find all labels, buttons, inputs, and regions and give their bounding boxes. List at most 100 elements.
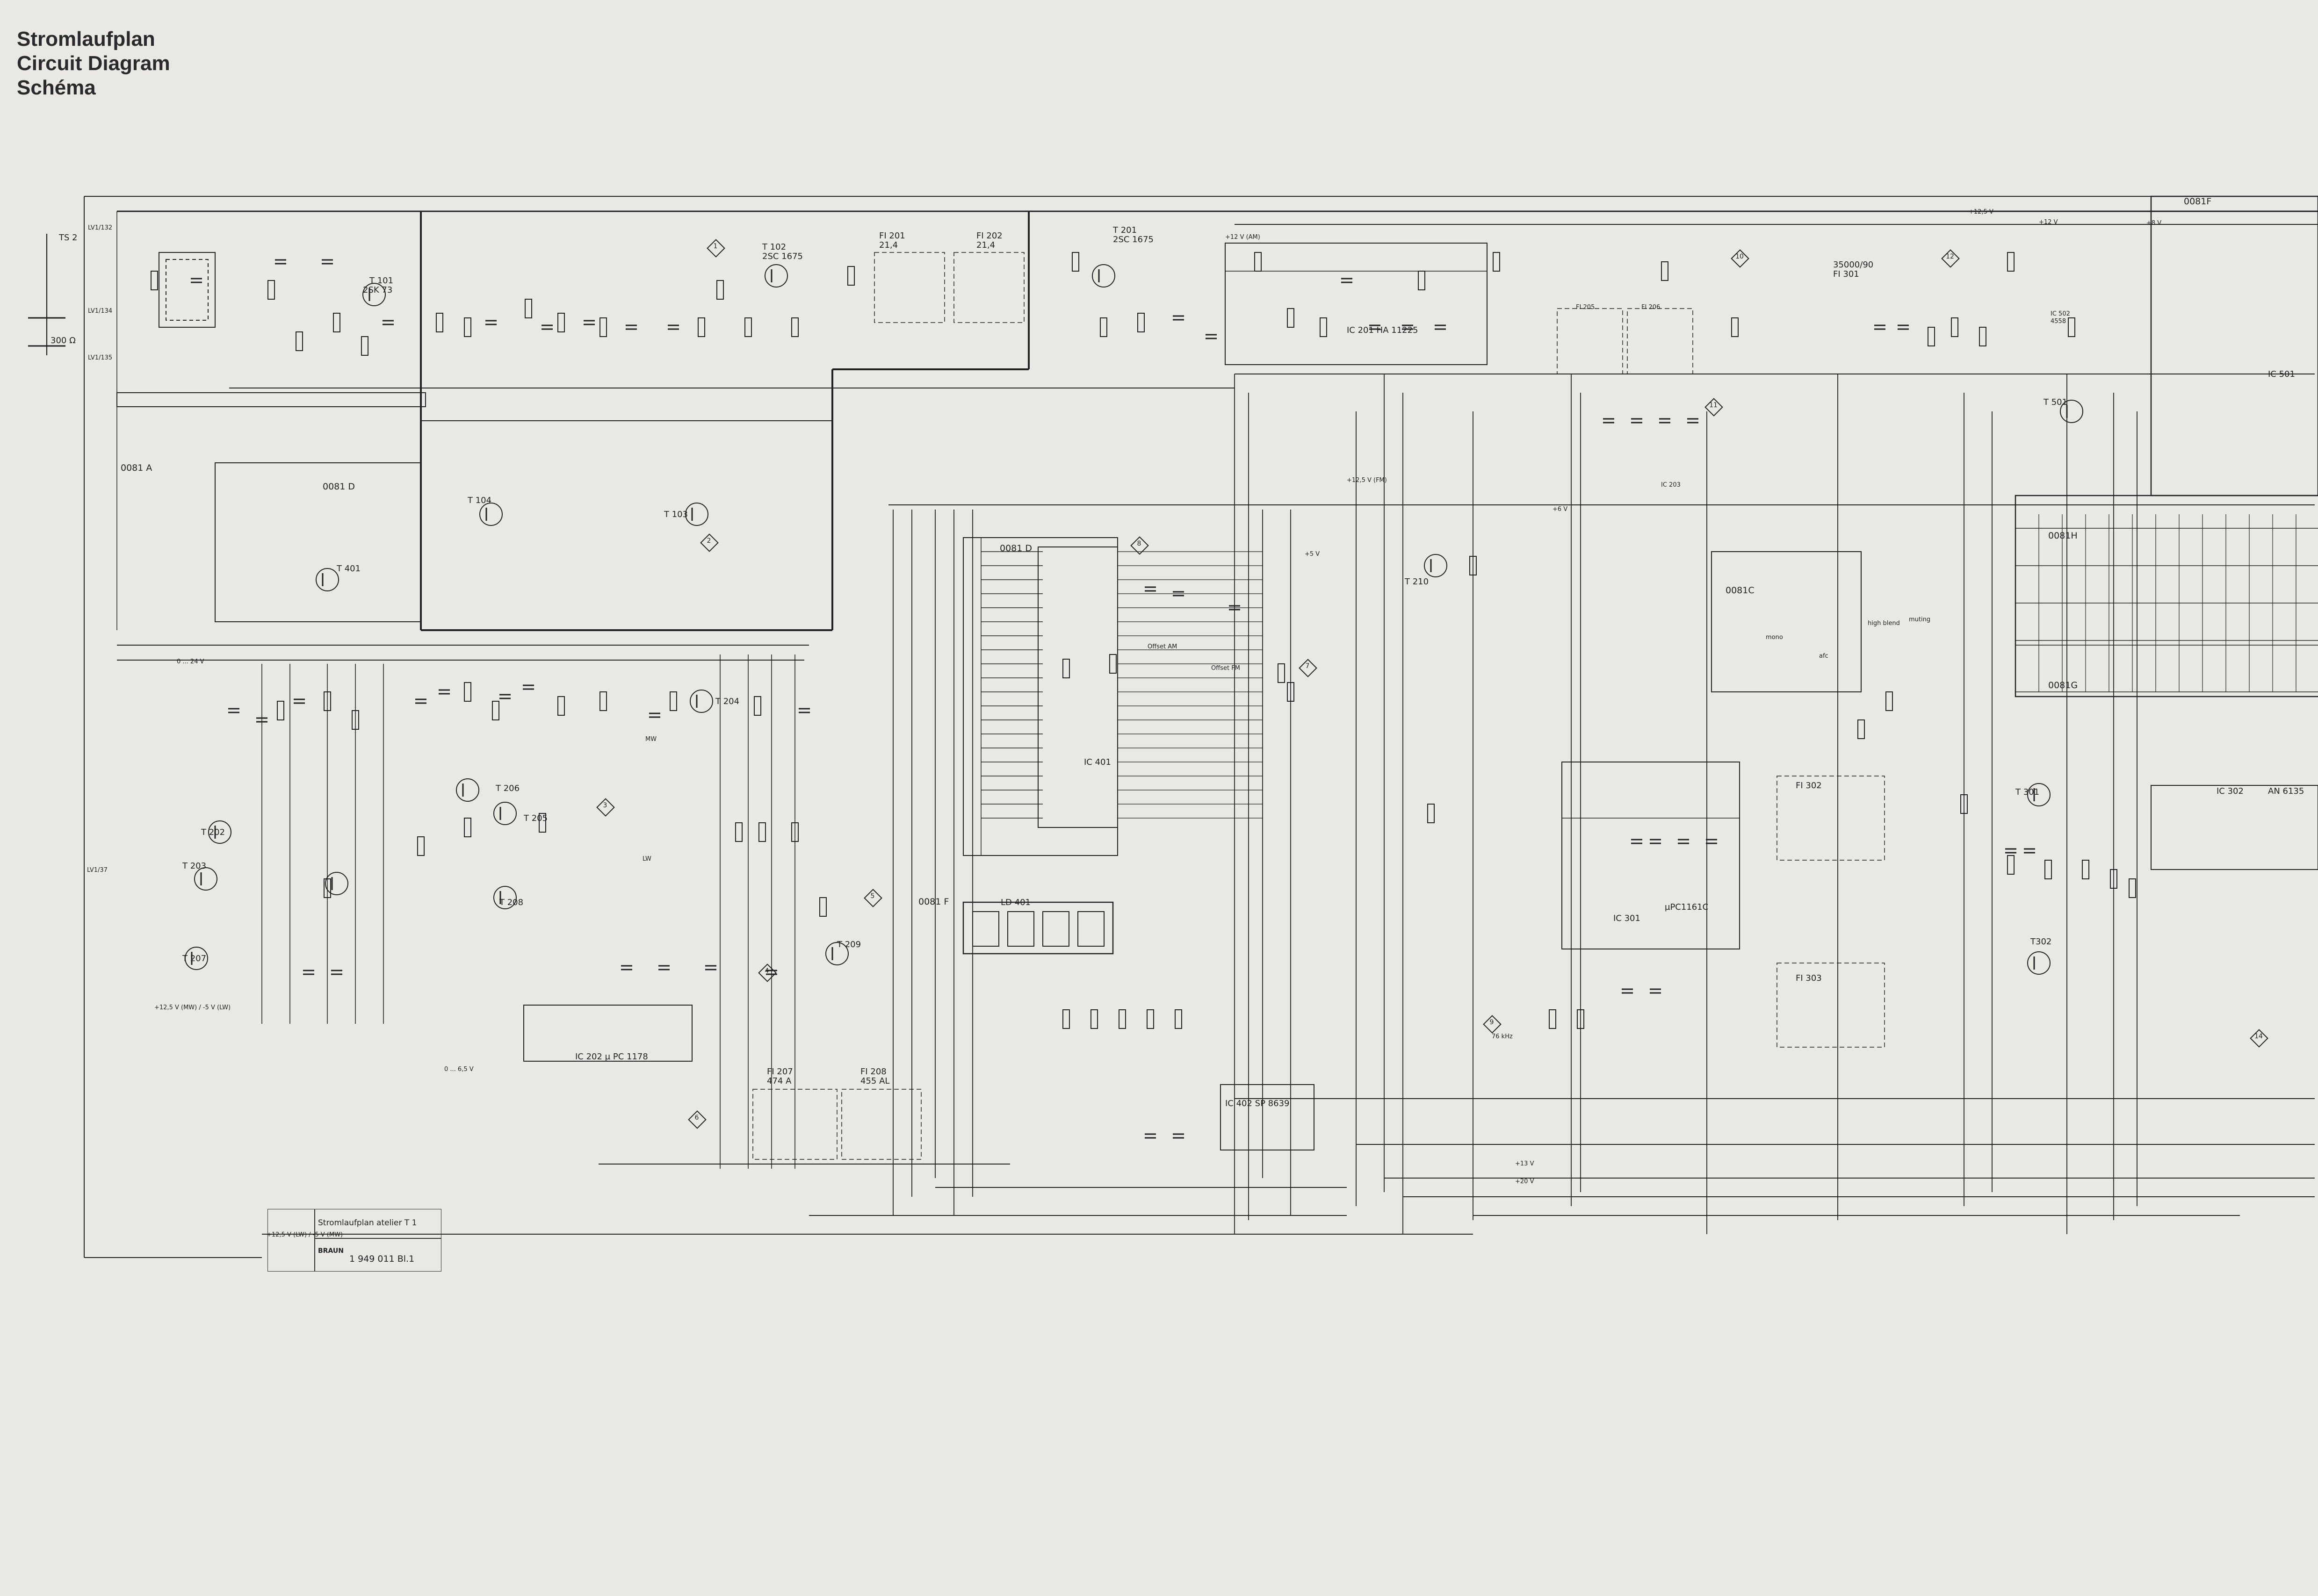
transistor	[185, 947, 208, 970]
resistor	[1661, 261, 1668, 281]
fi303-box	[1776, 963, 1885, 1048]
filter-fi201: FI 201	[879, 231, 905, 241]
filter-fi303: FI 303	[1796, 973, 1822, 983]
filter-fi201-value: 21,4	[879, 240, 898, 250]
board-label-0081g: 0081G	[2048, 680, 2078, 690]
fi205-box	[1557, 308, 1623, 374]
resistor	[791, 317, 799, 337]
transistor-t104: T 104	[468, 496, 492, 505]
resistor	[1062, 659, 1070, 678]
resistor	[1979, 327, 1986, 346]
display-digit	[972, 911, 999, 947]
resistor	[1119, 1009, 1126, 1029]
transistor-t501: T 501	[2044, 397, 2068, 407]
resistor	[670, 691, 677, 711]
transistor	[685, 503, 708, 526]
marker-number: 9	[1489, 1019, 1494, 1026]
rf-bus	[116, 392, 426, 407]
resistor	[324, 878, 331, 898]
resistor	[417, 836, 425, 856]
marker-number: 2	[707, 537, 711, 545]
resistor	[2007, 252, 2015, 272]
board-label-0081d-left: 0081 D	[323, 482, 355, 492]
resistor	[1469, 556, 1477, 575]
ic301-label: IC 301	[1613, 913, 1640, 923]
transistor	[2027, 783, 2051, 806]
pilot-frequency: 76 kHz	[1492, 1033, 1513, 1040]
board-0081d-ic	[963, 537, 1118, 856]
resistor	[525, 299, 532, 318]
resistor	[1147, 1009, 1154, 1029]
transistor	[362, 283, 386, 306]
resistor	[1175, 1009, 1182, 1029]
ic301-pins	[1561, 762, 1740, 819]
resistor	[464, 682, 471, 702]
transistor	[493, 802, 517, 825]
rail-20v: +20 V	[1515, 1178, 1534, 1185]
resistor	[1320, 317, 1327, 337]
filter-fi208-value: 455 AL	[860, 1076, 890, 1086]
board-label-0081h: 0081H	[2048, 531, 2078, 541]
transistor	[493, 886, 517, 909]
test-point-marker: 2	[700, 533, 719, 552]
resistor	[1062, 1009, 1070, 1029]
resistor	[557, 696, 565, 716]
resistor	[1857, 719, 1865, 739]
filter-fi301-freq: 35000/90	[1833, 260, 1874, 270]
resistor	[2044, 860, 2052, 879]
resistor	[1278, 663, 1285, 683]
filter-fi301: FI 301	[1833, 269, 1859, 279]
resistor	[1928, 327, 1935, 346]
transistor-t209: T 209	[837, 940, 861, 949]
test-point-marker: 4	[758, 963, 777, 982]
resistor	[791, 822, 799, 842]
muting-label: muting	[1909, 616, 1931, 623]
transistor-t201-part: 2SC 1675	[1113, 235, 1154, 244]
rf-coil-core	[166, 259, 209, 321]
transistor-t207: T 207	[182, 954, 207, 963]
display-digit	[1042, 911, 1069, 947]
resistor	[1493, 252, 1500, 272]
display-digit	[1077, 911, 1105, 947]
rail-8v: +8 V	[2146, 220, 2162, 227]
transistor-t102: T 102	[762, 242, 787, 252]
marker-number: 3	[603, 802, 607, 809]
test-point-marker: 3	[596, 798, 615, 817]
board-0081f-right	[2150, 195, 2318, 496]
board-label-0081c: 0081C	[1726, 585, 1755, 596]
transistor	[1424, 554, 1447, 577]
fi201-box	[874, 252, 945, 323]
transistor	[479, 503, 503, 526]
resistor	[1960, 794, 1968, 814]
test-point-marker: 14	[2250, 1029, 2268, 1048]
ic302-body	[2151, 785, 2318, 870]
transistor-t301: T 301	[2015, 787, 2040, 797]
title-block: Stromlaufplan atelier T 1 BRAUN 1 949 01…	[267, 1209, 441, 1272]
fi206-box	[1627, 308, 1693, 374]
component-layer	[151, 252, 2136, 1139]
ic202-label: IC 202 µ PC 1178	[575, 1052, 648, 1062]
test-point-marker: 7	[1299, 659, 1317, 677]
resistor	[2129, 878, 2136, 898]
ic201-label: IC 201 HA 11225	[1347, 325, 1418, 335]
resistor	[698, 317, 705, 337]
antenna-impedance: 300 Ω	[51, 336, 76, 345]
board-outlines	[116, 195, 2318, 1160]
rail-12v5-fm: +12,5 V (FM)	[1347, 477, 1387, 484]
test-point-marker: 5	[864, 889, 882, 907]
resistor	[2082, 860, 2089, 879]
filter-fi302: FI 302	[1796, 781, 1822, 791]
resistor	[2110, 869, 2117, 889]
marker-number: 5	[870, 892, 875, 900]
display-label: LD 401	[1001, 898, 1031, 907]
resistor	[1287, 682, 1294, 702]
resistor	[1254, 252, 1262, 272]
marker-number: 12	[1946, 253, 1954, 260]
resistor	[599, 317, 607, 337]
test-point-marker: 11	[1704, 398, 1723, 417]
test-point-marker: 10	[1731, 249, 1749, 268]
test-point-marker: 9	[1483, 1015, 1502, 1034]
ic402-body	[1220, 1084, 1314, 1150]
afc-label: afc	[1819, 653, 1828, 660]
